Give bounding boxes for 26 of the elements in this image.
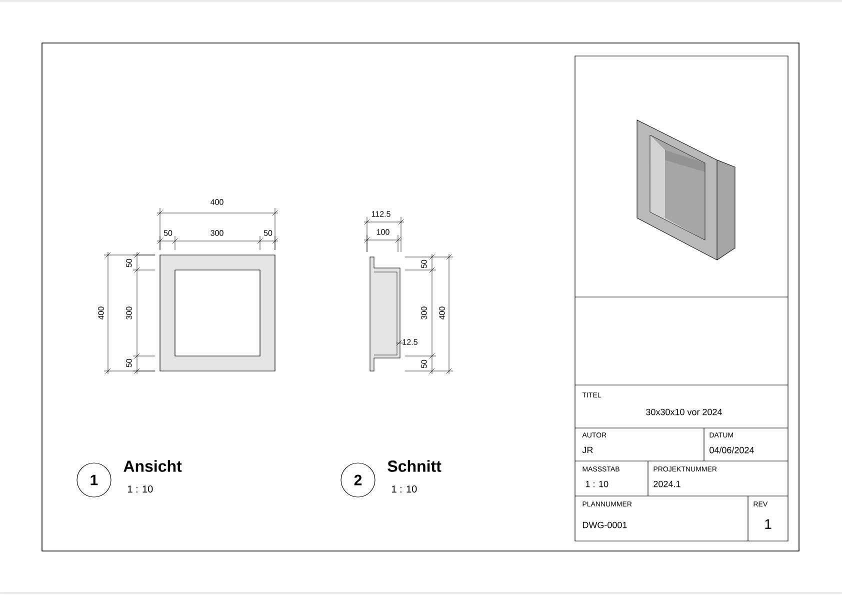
view-title: Schnitt (388, 460, 442, 472)
dimension-text: 300 (126, 306, 132, 320)
dimension-text: 400 (439, 306, 445, 320)
field-value: JR (582, 446, 593, 454)
dimension-text: 50 (421, 360, 427, 368)
dimension-text: 12.5 (402, 339, 418, 345)
scale-text: 1 : 10 (128, 485, 153, 493)
field-value: 30x30x10 vor 2024 (646, 408, 722, 416)
view-title: Ansicht (124, 460, 182, 472)
field-value: 1 (765, 519, 772, 529)
dimension-text: 100 (376, 229, 390, 235)
field-value: 04/06/2024 (710, 446, 754, 454)
field-value: DWG-0001 (582, 522, 627, 528)
dimension-text: 50 (264, 230, 272, 236)
dimension-text: 50 (421, 260, 427, 268)
dimension-text: 50 (164, 230, 172, 236)
field-value: 2024.1 (654, 480, 680, 488)
dimension-text: 300 (421, 306, 427, 320)
dimension-text: 50 (126, 358, 132, 368)
dimension-text: 400 (98, 306, 104, 320)
dimension-text: 50 (126, 258, 132, 268)
dimension-text: 300 (210, 230, 224, 236)
field-value: 1 : 10 (586, 480, 608, 488)
dimension-text: 400 (210, 199, 224, 205)
dimension-text: 112.5 (372, 211, 390, 217)
scale-text: 1 : 10 (392, 485, 417, 493)
